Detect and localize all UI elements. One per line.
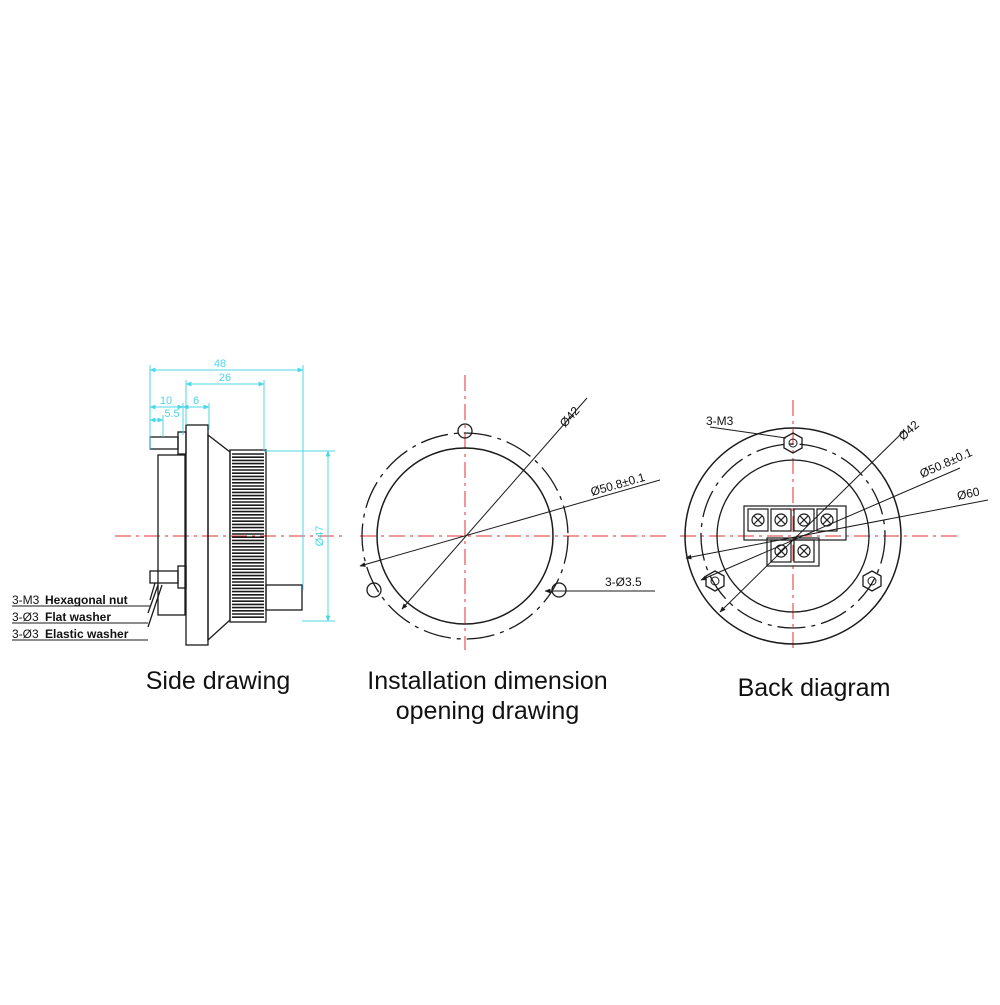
- terminal-screw-slot: [799, 546, 809, 556]
- installation-caption-line2: opening drawing: [395, 697, 580, 725]
- knurl-pattern: [232, 453, 264, 619]
- dim-mid-length: 26: [219, 372, 231, 384]
- label-flat-washer: Flat washer: [45, 610, 111, 624]
- terminal-screw-slot: [776, 515, 786, 525]
- back-diagram: [680, 400, 989, 650]
- label-hex-nut-qty: 3-M3: [12, 593, 40, 607]
- terminal-cell: [747, 508, 769, 532]
- terminal-screw-slot: [822, 515, 832, 525]
- dim-left-length: 10: [160, 395, 172, 407]
- terminal-screw-slot: [753, 515, 763, 525]
- side-drawing: [12, 424, 345, 646]
- terminal-cell: [793, 539, 815, 563]
- back-dim-outer: Ø60: [956, 484, 981, 502]
- dim-small-length: 5.5: [164, 408, 179, 420]
- terminal-screw: [774, 513, 788, 527]
- terminal-screw: [797, 544, 811, 558]
- label-flat-washer-qty: 3-Ø3: [12, 610, 39, 624]
- dim-right-length: 6: [193, 395, 199, 407]
- hex-nut-right: [862, 570, 882, 592]
- terminal-screw: [751, 513, 765, 527]
- back-diagram-caption: Back diagram: [737, 674, 891, 702]
- back-thread: 3-M3: [706, 414, 734, 428]
- installation-drawing: [359, 375, 670, 650]
- back-dim-pcd: Ø50.8±0.1: [918, 445, 975, 481]
- installation-caption: Installation dimension opening drawing: [340, 666, 635, 726]
- back-dim-inner: Ø42: [896, 417, 922, 443]
- install-dim-holes: 3-Ø3.5: [605, 575, 642, 589]
- label-elastic-washer-qty: 3-Ø3: [12, 627, 39, 641]
- dim-wheel-diameter: Ø47: [314, 526, 326, 547]
- installation-caption-line1: Installation dimension: [367, 667, 608, 695]
- terminal-screw-slot: [776, 546, 786, 556]
- terminal-screw: [797, 513, 811, 527]
- side-drawing-caption: Side drawing: [145, 667, 291, 695]
- install-dim-pcd: Ø50.8±0.1: [589, 470, 647, 499]
- label-hex-nut: Hexagonal nut: [45, 593, 128, 607]
- label-elastic-washer: Elastic washer: [45, 627, 129, 641]
- terminal-cell: [770, 508, 792, 532]
- side-dimensions: [149, 365, 335, 622]
- dim-total-length: 48: [214, 358, 226, 370]
- terminal-screw-slot: [799, 515, 809, 525]
